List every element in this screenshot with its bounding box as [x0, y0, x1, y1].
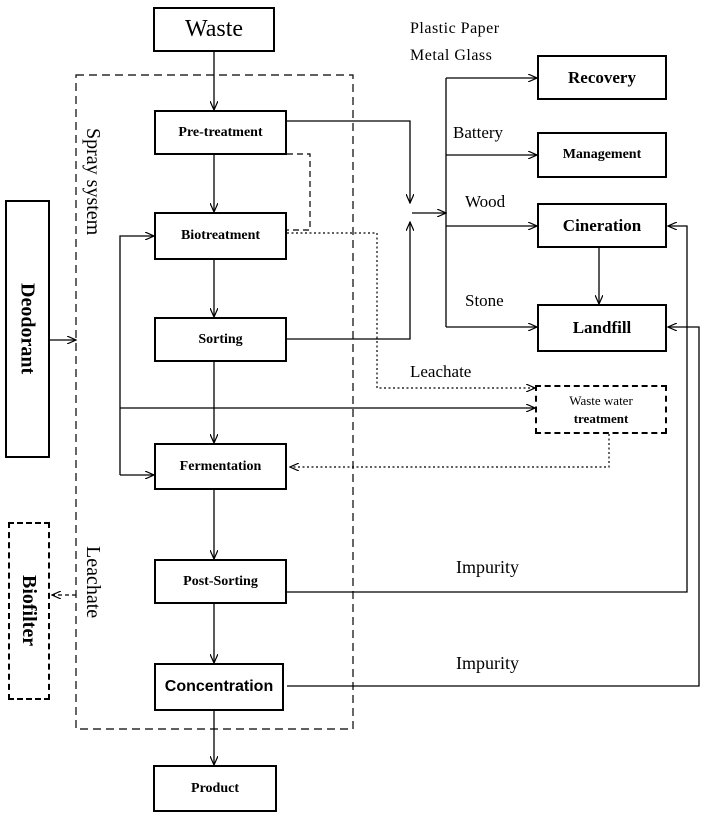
metal-glass-label: Metal Glass — [410, 47, 493, 64]
deodorant-label: Deodorant — [16, 283, 39, 375]
arrow-loop-to-biotreatment — [119, 236, 154, 475]
fermentation-box: Fermentation — [154, 443, 287, 490]
biofilter-label: Biofilter — [18, 575, 40, 647]
biofilter-box: Biofilter — [8, 522, 50, 700]
impurity-line-postsorting-to-cineration — [287, 226, 688, 593]
waste-water-label-line1: Waste water — [569, 392, 633, 408]
treated-water-return-dotted-line — [290, 434, 610, 467]
dashed-link-pretreatment — [287, 153, 311, 231]
arrow-sorting-to-collector — [287, 222, 410, 340]
impurity-line-concentration-to-landfill — [287, 327, 700, 687]
management-box: Management — [537, 132, 667, 178]
post-sorting-box: Post-Sorting — [154, 559, 287, 604]
deodorant-box: Deodorant — [5, 200, 50, 458]
arrow-pretreatment-to-collector — [287, 120, 410, 203]
leachate-right-label: Leachate — [410, 362, 472, 381]
leachate-left-label: Leachate — [82, 546, 104, 619]
waste-water-label-line2: treatment — [573, 410, 629, 426]
sorting-box: Sorting — [154, 317, 287, 362]
stone-label: Stone — [465, 291, 504, 310]
spray-system-label: Spray system — [82, 128, 104, 236]
waste-water-treatment-box: Waste water treatment — [535, 385, 667, 434]
impurity-label-2: Impurity — [456, 653, 519, 673]
concentration-box: Concentration — [154, 663, 284, 711]
biotreatment-box: Biotreatment — [154, 212, 287, 260]
leachate-dotted-line — [287, 232, 535, 388]
waste-box: Waste — [153, 7, 275, 52]
product-box: Product — [153, 765, 277, 812]
plastic-paper-label: Plastic Paper — [410, 20, 500, 37]
cineration-box: Cineration — [537, 203, 667, 248]
landfill-box: Landfill — [537, 304, 667, 352]
impurity-label-1: Impurity — [456, 557, 519, 577]
battery-label: Battery — [453, 123, 504, 142]
pretreatment-box: Pre-treatment — [154, 110, 287, 155]
wood-label: Wood — [465, 192, 506, 211]
recovery-box: Recovery — [537, 55, 667, 100]
